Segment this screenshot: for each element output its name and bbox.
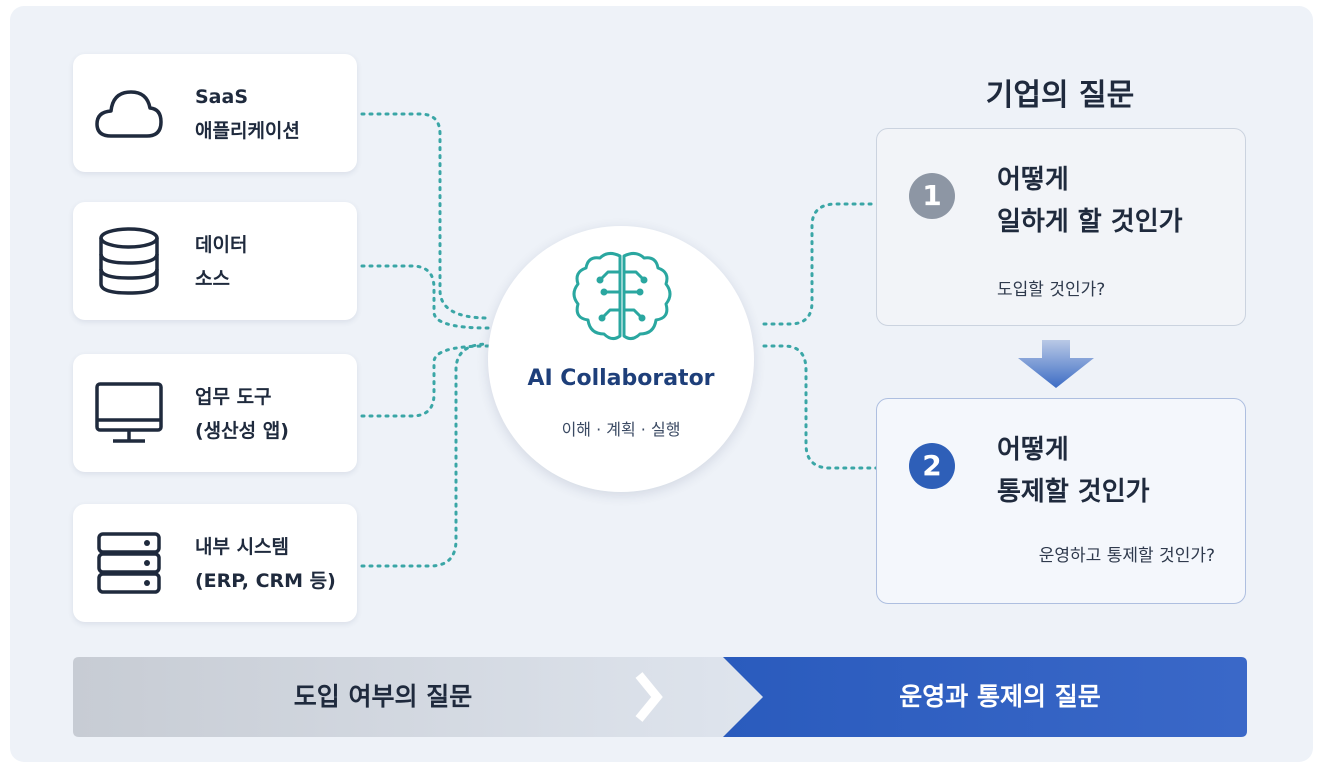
bar-right-label: 운영과 통제의 질문 — [899, 682, 1101, 711]
question-card-1: 1 어떻게 일하게 할 것인가 도입할 것인가? — [876, 128, 1246, 326]
source-label-line1: 데이터 — [195, 234, 248, 256]
question-title-line2: 일하게 할 것인가 — [997, 207, 1183, 237]
monitor-icon — [95, 382, 163, 443]
hub-title: AI Collaborator — [527, 366, 715, 391]
question-number-badge: 2 — [909, 443, 955, 489]
database-icon — [99, 227, 159, 295]
hub-subtitle: 이해 · 계획 · 실행 — [561, 420, 681, 439]
source-label-line2: 애플리케이션 — [195, 120, 300, 142]
question-card-2: 2 어떻게 통제할 것인가 운영하고 통제할 것인가? — [876, 398, 1246, 604]
ai-collaborator-hub: AI Collaborator 이해 · 계획 · 실행 — [488, 226, 754, 492]
question-number-badge: 1 — [909, 173, 955, 219]
question-title-line1: 어떻게 — [997, 165, 1069, 195]
connector-tools — [360, 344, 490, 418]
source-label-line1: 업무 도구 — [195, 386, 272, 408]
source-label-line2: 소스 — [195, 268, 230, 290]
connector-data — [360, 264, 490, 330]
question-subtitle: 운영하고 통제할 것인가? — [1038, 546, 1215, 566]
question-subtitle: 도입할 것인가? — [997, 280, 1106, 300]
question-title-line2: 통제할 것인가 — [997, 477, 1150, 507]
question-title-line1: 어떻게 — [997, 435, 1069, 465]
cloud-icon — [95, 90, 163, 138]
source-card-tools: 업무 도구 (생산성 앱) — [73, 354, 357, 472]
bar-left-label: 도입 여부의 질문 — [293, 682, 473, 711]
questions-header: 기업의 질문 — [985, 78, 1135, 113]
connector-q1 — [762, 202, 878, 326]
question-progression-bar: 도입 여부의 질문 운영과 통제의 질문 — [73, 657, 1247, 737]
source-label-line2: (ERP, CRM 등) — [195, 570, 336, 592]
brain-icon — [572, 251, 672, 341]
source-card-internal: 내부 시스템 (ERP, CRM 등) — [73, 504, 357, 622]
source-label-line2: (생산성 앱) — [195, 420, 289, 442]
source-card-saas: SaaS 애플리케이션 — [73, 54, 357, 172]
source-label-line1: SaaS — [195, 86, 249, 108]
server-icon — [97, 532, 161, 594]
progression-bar-shape — [73, 657, 1247, 737]
connector-internal — [360, 342, 490, 568]
down-arrow-icon — [1018, 340, 1094, 388]
source-label-line1: 내부 시스템 — [195, 536, 290, 558]
connector-q2 — [762, 344, 878, 470]
chevron-right-icon — [635, 672, 663, 722]
connector-saas — [360, 112, 490, 320]
source-card-data: 데이터 소스 — [73, 202, 357, 320]
